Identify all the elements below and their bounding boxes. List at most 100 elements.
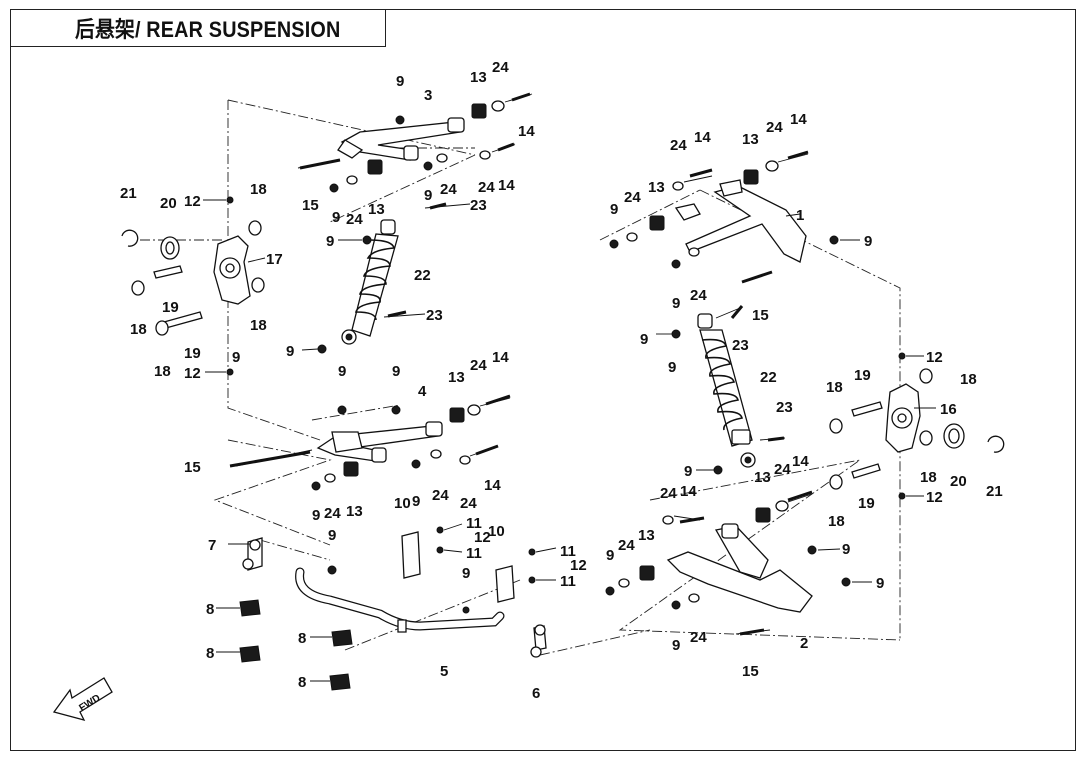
callout-8: 8 [298, 674, 306, 691]
callout-20: 20 [950, 473, 967, 490]
callout-18: 18 [828, 513, 845, 530]
left-shock-absorber [301, 203, 471, 354]
callout-9: 9 [232, 349, 240, 366]
callout-9: 9 [606, 547, 614, 564]
callout-1: 1 [796, 207, 804, 224]
callout-14: 14 [790, 111, 807, 128]
callout-14: 14 [694, 129, 711, 146]
callout-23: 23 [470, 197, 487, 214]
callout-9: 9 [668, 359, 676, 376]
callout-19: 19 [162, 299, 179, 316]
callout-24: 24 [624, 189, 641, 206]
callout-9: 9 [412, 493, 420, 510]
callout-13: 13 [742, 131, 759, 148]
callout-12: 12 [184, 365, 201, 382]
callout-9: 9 [610, 201, 618, 218]
right-shock-absorber [656, 307, 786, 475]
callout-9: 9 [876, 575, 884, 592]
callout-22: 22 [760, 369, 777, 386]
callout-9: 9 [332, 209, 340, 226]
callout-15: 15 [742, 663, 759, 680]
callout-24: 24 [470, 357, 487, 374]
callout-13: 13 [448, 369, 465, 386]
callout-12: 12 [474, 529, 491, 546]
callout-9: 9 [328, 527, 336, 544]
callout-24: 24 [492, 59, 509, 76]
callout-24: 24 [774, 461, 791, 478]
callout-11: 11 [560, 573, 576, 590]
callout-14: 14 [518, 123, 535, 140]
callout-20: 20 [160, 195, 177, 212]
title-box: 后悬架/ REAR SUSPENSION [10, 9, 386, 47]
callout-13: 13 [346, 503, 363, 520]
bolts [229, 92, 813, 636]
right-knuckle [829, 352, 1005, 500]
left-knuckle [121, 196, 266, 376]
callout-23: 23 [426, 307, 443, 324]
callout-7: 7 [208, 537, 216, 554]
callout-11: 11 [466, 515, 482, 532]
callout-12: 12 [926, 349, 943, 366]
upper-left-a-arm [297, 93, 533, 193]
callout-13: 13 [638, 527, 655, 544]
callout-9: 9 [640, 331, 648, 348]
callout-24: 24 [690, 629, 707, 646]
callout-14: 14 [498, 177, 515, 194]
callout-24: 24 [660, 485, 677, 502]
callout-18: 18 [250, 181, 267, 198]
callout-24: 24 [690, 287, 707, 304]
callout-9: 9 [672, 637, 680, 654]
callout-8: 8 [298, 630, 306, 647]
callout-24: 24 [618, 537, 635, 554]
stabilizer-bar-assembly [216, 523, 557, 691]
callout-14: 14 [792, 453, 809, 470]
callout-23: 23 [732, 337, 749, 354]
callout-labels: 1 2 3 4 5 6 7 8 8 8 8 9 9 9 9 9 9 9 9 9 … [120, 59, 1003, 702]
callout-13: 13 [368, 201, 385, 218]
callout-19: 19 [858, 495, 875, 512]
lower-left-a-arm [235, 397, 511, 491]
page-title: 后悬架/ REAR SUSPENSION [75, 17, 341, 42]
callout-24: 24 [478, 179, 495, 196]
callout-3: 3 [424, 87, 432, 104]
callout-9: 9 [462, 565, 470, 582]
callout-13: 13 [754, 469, 771, 486]
callout-9: 9 [864, 233, 872, 250]
right-upper-a-arm [609, 153, 860, 283]
callout-19: 19 [854, 367, 871, 384]
callout-9: 9 [424, 187, 432, 204]
callout-9: 9 [672, 295, 680, 312]
callout-16: 16 [940, 401, 957, 418]
callout-15: 15 [302, 197, 319, 214]
callout-5: 5 [440, 663, 448, 680]
callout-21: 21 [986, 483, 1003, 500]
callout-9: 9 [286, 343, 294, 360]
callout-18: 18 [250, 317, 267, 334]
callout-15: 15 [184, 459, 201, 476]
drawing-frame [10, 9, 1076, 751]
callout-9: 9 [396, 73, 404, 90]
callout-9: 9 [338, 363, 346, 380]
callout-22: 22 [414, 267, 431, 284]
callout-24: 24 [440, 181, 457, 198]
callout-21: 21 [120, 185, 137, 202]
callout-4: 4 [418, 383, 427, 400]
callout-9: 9 [312, 507, 320, 524]
callout-15: 15 [752, 307, 769, 324]
callout-13: 13 [470, 69, 487, 86]
callout-18: 18 [154, 363, 171, 380]
callout-8: 8 [206, 645, 214, 662]
callout-14: 14 [492, 349, 509, 366]
callout-19: 19 [184, 345, 201, 362]
callout-24: 24 [460, 495, 477, 512]
callout-14: 14 [680, 483, 697, 500]
callout-24: 24 [766, 119, 783, 136]
callout-9: 9 [326, 233, 334, 250]
fwd-arrow: FWD [52, 677, 113, 721]
callout-12: 12 [184, 193, 201, 210]
callout-6: 6 [532, 685, 540, 702]
callout-18: 18 [826, 379, 843, 396]
callout-24: 24 [324, 505, 341, 522]
callout-18: 18 [920, 469, 937, 486]
